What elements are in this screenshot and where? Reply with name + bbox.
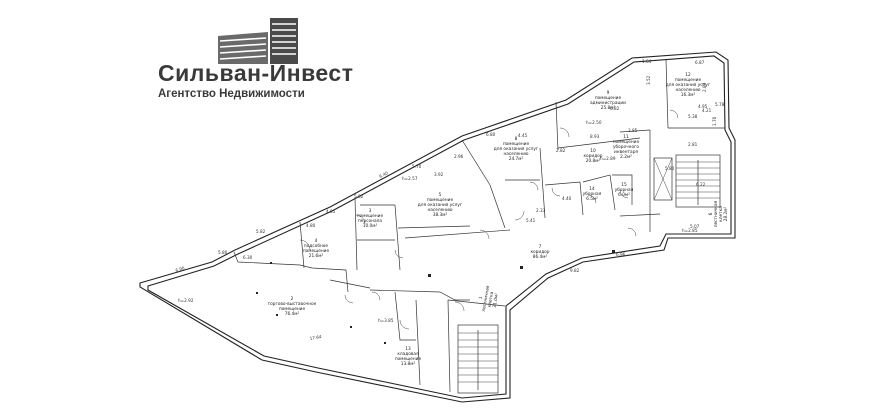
room-label-1: 1лестничнаяклетка21.0м² (476, 284, 501, 314)
doors (299, 109, 679, 330)
dimension-label: 1.70 (712, 116, 717, 126)
dimension-label: 3.52 (646, 75, 651, 85)
dimension-label: 5.82 (256, 229, 266, 234)
dimension-label: 5.62 (354, 194, 364, 199)
dimension-label: 2.33 (536, 208, 546, 213)
dimension-label: 6.30 (243, 255, 253, 260)
dimension-label: 2.81 (688, 142, 698, 147)
dimension-labels: 6.90 5.80 6.30 5.82 4.80 4.05 5.62 6.40 5.70 3.92… (175, 59, 725, 341)
outer-walls (139, 51, 736, 403)
dimension-label: 5.38 (688, 114, 698, 119)
height-label: h=2.92 (178, 298, 194, 303)
dimension-label: 4.40 (562, 196, 572, 201)
brand-name: Сильван-Инвест (158, 60, 354, 86)
dimension-label: 5.78 (715, 102, 725, 107)
dimension-label: 6.80 (486, 132, 496, 137)
dimension-label: 6.40 (378, 170, 389, 179)
dimension-label: 8.93 (590, 134, 600, 139)
height-label: h=3.85 (378, 318, 394, 323)
dimension-label: 6.22 (696, 182, 706, 187)
dimension-label: 6.90 (175, 265, 186, 273)
dimension-label: 5.07 (690, 224, 700, 229)
height-label: h=2.57 (402, 176, 418, 181)
dimension-label: 17.64 (309, 334, 322, 341)
height-label: h=2.89 (600, 156, 616, 161)
dimension-label: 6.96 (616, 252, 626, 257)
dimension-label: 9.82 (570, 268, 580, 273)
dimension-label: 4.80 (306, 223, 316, 228)
brand-block: Сильван-Инвест Агентство Недвижимости (158, 60, 368, 100)
dimension-label: 4.05 (326, 209, 336, 214)
height-label: h=2.85 (682, 228, 698, 233)
dimension-label: 2.83 (702, 82, 707, 92)
interior-walls (233, 59, 725, 393)
dimension-label: 3.85 (628, 128, 638, 133)
height-label: h=2.50 (586, 120, 602, 125)
staircase-right (653, 154, 721, 208)
logo-building-icon (218, 18, 298, 64)
dimension-label: 5.80 (665, 166, 675, 171)
staircase-lower (457, 324, 499, 394)
dimension-label: 2.82 (556, 148, 566, 153)
dimension-label: 5.41 (526, 218, 536, 223)
dimension-label: 3.92 (434, 172, 444, 177)
dimension-label: 1.64 (642, 59, 652, 64)
dimension-label: 5.70 (412, 164, 422, 169)
dimension-label: 4.21 (702, 108, 712, 113)
dimension-label: 5.80 (218, 250, 228, 255)
dimension-label: 4.45 (518, 133, 528, 138)
columns (256, 250, 615, 344)
brand-subtitle: Агентство Недвижимости (158, 88, 305, 100)
dimension-label: 4.95 (698, 104, 708, 109)
dimension-label: 2.96 (454, 154, 464, 159)
dimension-label: 6.82 (610, 106, 620, 111)
room-label-6: 6лестничнаяклетка28.2м² (708, 200, 729, 227)
dimension-label: 6.87 (695, 60, 705, 65)
